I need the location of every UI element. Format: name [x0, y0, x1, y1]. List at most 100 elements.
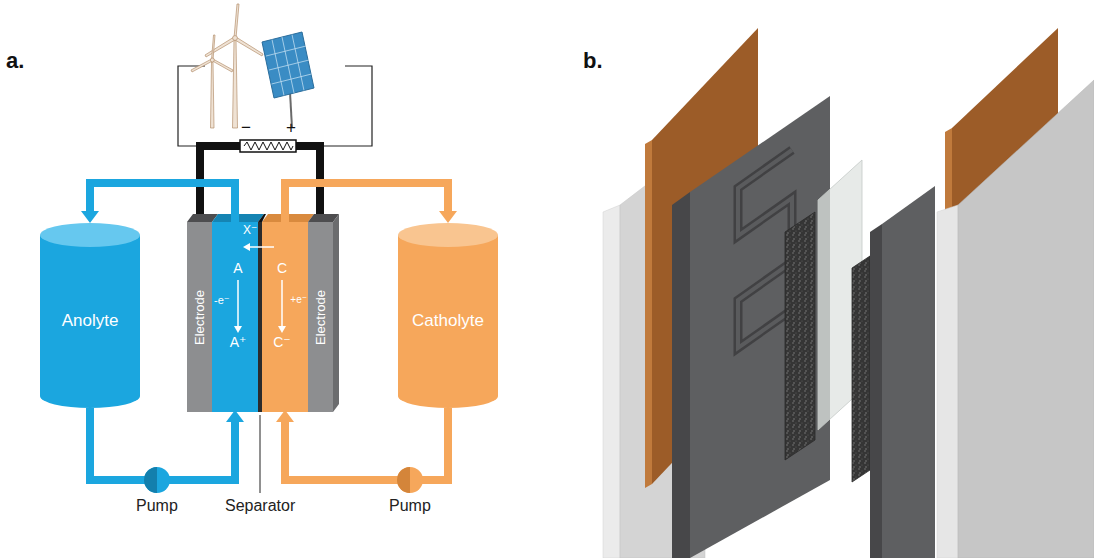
pipe-connector: [90, 408, 244, 480]
arrow-head: [439, 211, 457, 223]
catholyte-tank: Catholyte: [398, 223, 498, 408]
wind-turbine: [213, 59, 234, 72]
species-label: +e⁻: [290, 294, 307, 306]
end-plate: [937, 205, 958, 558]
flow-field-plate: [882, 186, 935, 558]
source-bracket: [322, 66, 372, 146]
tank-body: [398, 235, 498, 408]
anolyte-tank: Anolyte: [40, 223, 140, 408]
current-collector: [645, 140, 652, 488]
reaction-arrow: [234, 326, 242, 333]
separator-membrane: [258, 214, 266, 222]
electrode-label: Electrode: [192, 290, 207, 345]
arrow-head: [226, 410, 244, 422]
source-bracket: [178, 66, 205, 146]
pump-symbol: [397, 467, 423, 493]
left-electrode: [187, 222, 212, 412]
panel-label: b.: [583, 48, 603, 73]
right-electrode: [333, 214, 339, 412]
pipe-connector: [285, 183, 457, 223]
electrode-label: Electrode: [313, 290, 328, 345]
wind-turbine: [233, 40, 238, 128]
anolyte-half-cell: A -e⁻ A⁺: [212, 222, 258, 410]
reaction-arrow: [237, 280, 239, 326]
species-label: A: [212, 260, 258, 276]
solar-panel: [292, 35, 304, 91]
end-plate: [958, 80, 1094, 558]
electrode-plate: Electrode: [187, 222, 212, 412]
ion-label: X⁻: [243, 224, 257, 238]
right-electrode: [308, 214, 339, 412]
terminal-sign: +: [286, 118, 296, 138]
arrow-head: [276, 410, 294, 422]
tank-label: Catholyte: [412, 311, 484, 331]
tank-lid: [398, 223, 498, 247]
end-plate: [603, 205, 620, 558]
wind-turbine: [235, 37, 263, 56]
right-electrode: [308, 222, 333, 412]
felt-electrode: [785, 212, 815, 460]
electrode-plate: Electrode: [308, 222, 333, 412]
species-label: C: [262, 260, 308, 276]
pump-symbol: [144, 467, 170, 493]
arrow-head: [81, 211, 99, 223]
wind-turbine: [205, 37, 235, 57]
pipe-connector: [276, 408, 448, 480]
felt-electrode: [852, 256, 870, 482]
felt-electrode: [852, 256, 870, 482]
flow-field-plate: [738, 150, 792, 372]
separator-label: Separator: [225, 497, 295, 515]
tank-body: [40, 235, 140, 408]
pump-symbol: [144, 467, 157, 493]
wind-turbine: [210, 58, 214, 62]
species-label: A⁺: [212, 334, 258, 350]
wind-turbine: [212, 35, 216, 60]
separator-leader: [260, 415, 261, 493]
flow-field-plate: [738, 150, 792, 372]
wind-turbine: [233, 36, 238, 41]
reaction-arrow: [234, 280, 286, 333]
felt-electrode: [785, 212, 815, 460]
pump-symbol: [397, 467, 423, 493]
separator-membrane: [258, 222, 262, 412]
catholyte-compartment: [262, 222, 308, 412]
pump-label: Pump: [136, 497, 178, 515]
resistor-symbol: [240, 140, 296, 152]
solar-panel: [272, 40, 284, 96]
pipe: [285, 183, 448, 222]
tank-label: Anolyte: [62, 311, 119, 331]
pipe: [90, 183, 235, 222]
catholyte-half-cell: C+e⁻C⁻: [262, 222, 308, 410]
anolyte-compartment: [212, 222, 258, 412]
flow-field-plate: [672, 192, 690, 558]
separator-membrane: [258, 214, 266, 412]
solar-panel: [262, 32, 314, 128]
flow-field-plate: [690, 96, 830, 558]
panel-label: a.: [6, 48, 24, 73]
resistor-symbol: [240, 140, 296, 152]
solar-panel: [266, 35, 312, 96]
reaction-arrow: [281, 280, 283, 326]
wind-turbine: [191, 59, 213, 72]
ion-arrow: [243, 243, 274, 251]
flow-field-plate: [870, 224, 882, 558]
pipe: [285, 408, 448, 480]
resistor-symbol: [244, 142, 293, 150]
end-plate: [937, 80, 1094, 558]
flow-field-plate: [672, 96, 830, 558]
flow-field-plate: [870, 186, 935, 558]
pump-symbol: [144, 467, 170, 493]
catholyte-compartment: [262, 214, 314, 412]
ion-arrow: [243, 243, 250, 251]
species-label: -e⁻: [214, 294, 230, 307]
wind-turbine: [191, 4, 263, 128]
tank-lid: [40, 223, 140, 247]
anolyte-compartment: [212, 214, 264, 412]
solar-panel: [262, 32, 314, 98]
solar-panel: [282, 37, 294, 93]
pump-label: Pump: [389, 497, 431, 515]
wind-turbine: [211, 62, 215, 128]
pipe-connector: [81, 183, 235, 223]
